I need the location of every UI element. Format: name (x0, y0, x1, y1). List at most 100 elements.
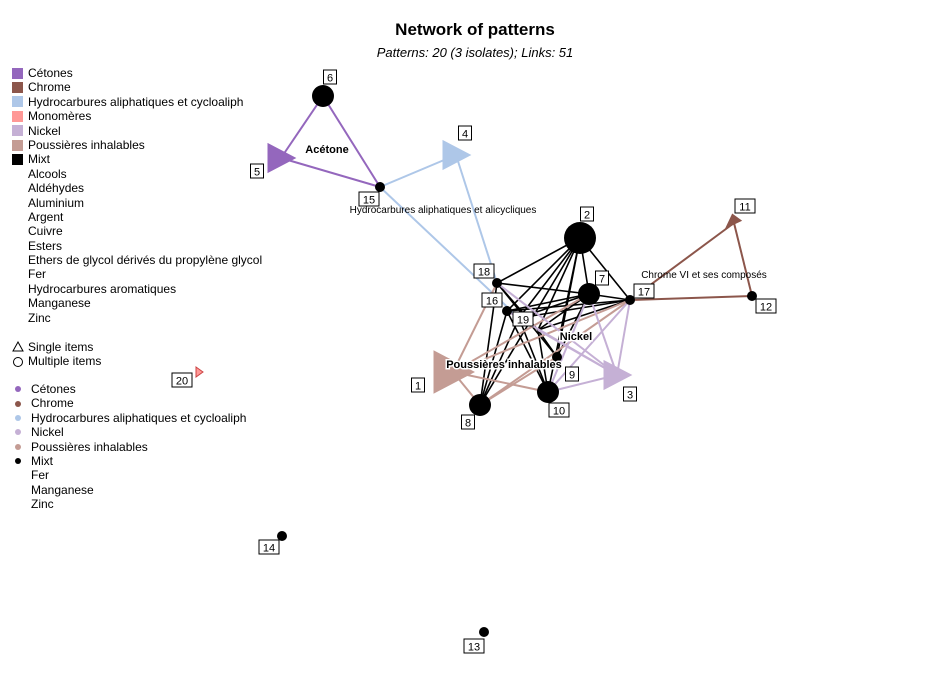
node-4 (442, 139, 472, 171)
node-label-text: 2 (584, 210, 590, 222)
node-1 (433, 350, 475, 394)
node-label-text: 10 (553, 406, 565, 418)
legend-swatch (12, 67, 23, 79)
node-label-3: 3 (623, 386, 637, 402)
legend-label: Nickel (28, 123, 61, 138)
legend-label: Nickel (31, 425, 64, 440)
legend-item-fer: Fer (12, 267, 262, 281)
node-label-text: 3 (627, 390, 633, 402)
edge-3-17 (616, 299, 631, 376)
legend-label: Zinc (31, 497, 54, 512)
legend-swatch (12, 154, 23, 166)
legend-dot (15, 443, 21, 450)
node-label-box (512, 311, 534, 327)
node-label-15: 15 (358, 191, 380, 207)
node-label-box (548, 402, 570, 418)
edge-18-7 (496, 282, 590, 295)
legend-label: Ethers de glycol dérivés du propylène gl… (28, 253, 263, 268)
edge-legend-item-nickel: Nickel (12, 425, 246, 439)
node-label-text: 11 (739, 202, 750, 214)
node-label-box (171, 372, 193, 388)
legend-item-aluminium: Aluminium (12, 196, 262, 210)
edge-legend-item-zinc: Zinc (12, 497, 246, 511)
edge-legend-item-cetones: Cétones (12, 382, 246, 396)
legend-item-hydrocarbures-aromatiques: Hydrocarbures aromatiques (12, 282, 262, 296)
node-label-box (595, 270, 609, 286)
legend-label: Hydrocarbures aromatiques (28, 281, 177, 296)
legend-item-zinc: Zinc (12, 311, 262, 325)
node-label-box (411, 377, 425, 393)
node-label-11: 11 (734, 198, 756, 214)
node-12 (747, 291, 757, 301)
node-label-text: 17 (638, 287, 650, 299)
legend-label: Esters (28, 238, 63, 253)
chart-title: Network of patterns (395, 20, 555, 39)
legend-label: Fer (31, 468, 49, 483)
node-label-text: 18 (478, 267, 490, 279)
edge-5-6 (280, 95, 324, 159)
node-label-text: 7 (599, 274, 605, 286)
node-2 (564, 222, 596, 254)
edge-1-17 (452, 299, 631, 373)
edge-2-19 (518, 237, 581, 319)
node-label-16: 16 (481, 292, 503, 308)
node-6 (312, 85, 334, 107)
edge-legend-item-mixt: Mixt (12, 454, 246, 468)
node-label-box (461, 414, 475, 430)
edge-16-7 (506, 293, 590, 312)
node-label-1: 1 (411, 377, 425, 393)
node-label-14: 14 (258, 539, 280, 555)
edge-7-10 (547, 293, 590, 393)
edge-1-10 (452, 371, 549, 393)
node-label-box (755, 298, 777, 314)
legend-label: Manganese (28, 296, 91, 311)
annotation-nickel: Nickel (560, 331, 592, 343)
annotation-chrome: Chrome VI et ses composés (641, 270, 767, 281)
annotation-poussieres: Poussières inhalables (446, 359, 562, 371)
node-label-text: 20 (176, 376, 188, 388)
node-label-box (633, 283, 655, 299)
node-label-text: 5 (254, 167, 260, 179)
edge-legend-item-hydrocarbures-aliphatiques-et-cycloaliph: Hydrocarbures aliphatiques et cycloaliph (12, 411, 246, 425)
legend-shape-triangle: Single items (12, 340, 101, 354)
node-label-9: 9 (565, 366, 579, 382)
node-label-text: 13 (468, 642, 480, 654)
legend-item-chrome: Chrome (12, 80, 262, 94)
node-label-6: 6 (323, 69, 337, 85)
legend-item-cuivre: Cuivre (12, 224, 262, 238)
node-label-text: 15 (363, 195, 375, 207)
node-9 (552, 352, 562, 362)
node-label-4: 4 (458, 125, 472, 141)
triangle-icon (12, 341, 24, 352)
edge-6-15 (322, 95, 381, 188)
annotation-hydrocarbures: Hydrocarbures aliphatiques et alicycliqu… (350, 205, 537, 216)
legend-label: Manganese (31, 482, 94, 497)
legend-item-manganese: Manganese (12, 296, 262, 310)
node-label-text: 8 (465, 418, 471, 430)
node-5 (267, 142, 297, 174)
node-label-text: 12 (760, 302, 772, 314)
legend-label: Alcools (28, 166, 67, 181)
legend-label: Aluminium (28, 195, 85, 210)
legend-item-alcools: Alcools (12, 167, 262, 181)
node-8 (469, 394, 491, 416)
legend-label: Monomères (28, 109, 92, 124)
legend-item-hydrocarbures-aliphatiques-et-cycloaliph: Hydrocarbures aliphatiques et cycloaliph (12, 95, 262, 109)
node-3 (603, 359, 633, 391)
node-label-box (580, 206, 594, 222)
legend-label: Hydrocarbures aliphatiques et cycloaliph (28, 94, 244, 109)
annotation-acetone: Acétone (305, 144, 348, 156)
legend-item-aldehydes: Aldéhydes (12, 181, 262, 195)
edge-16-8 (479, 310, 508, 406)
legend-item-mixt: Mixt (12, 152, 262, 166)
node-17 (625, 295, 635, 305)
node-label-7: 7 (595, 270, 609, 286)
legend-label: Chrome (31, 396, 74, 411)
legend-shape-circle: Multiple items (12, 354, 101, 368)
legend-item-nickel: Nickel (12, 124, 262, 138)
edge-legend-item-chrome: Chrome (12, 396, 246, 410)
edge-legend-item-fer: Fer (12, 468, 246, 482)
